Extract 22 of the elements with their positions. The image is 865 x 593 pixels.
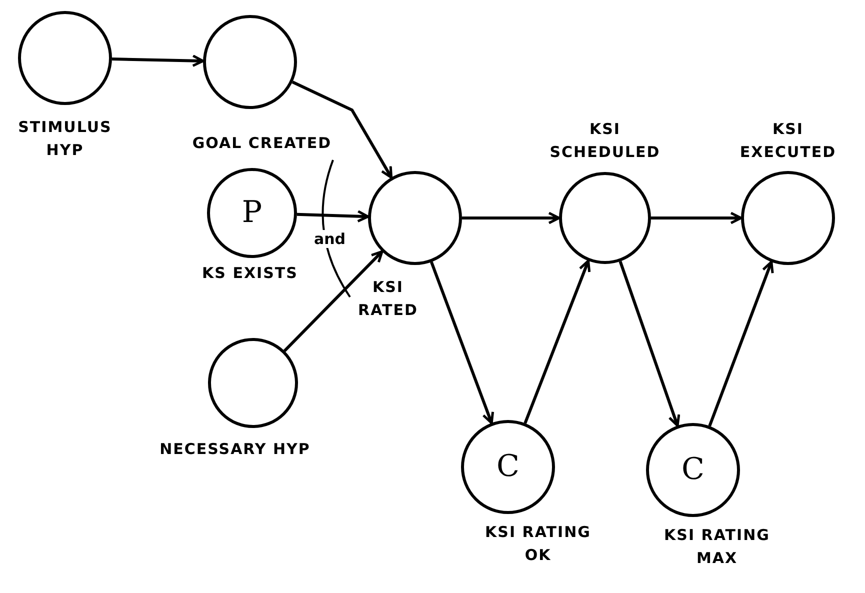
circle-letter: C [680, 455, 706, 485]
circle-letter: P [240, 198, 264, 228]
arrow [296, 210, 370, 223]
arrow [524, 260, 591, 424]
arrow [112, 54, 204, 68]
state-label: NECESSARY HYP [158, 439, 312, 460]
state-label: KSI EXECUTED [738, 119, 838, 163]
arrow [651, 212, 742, 224]
state-label: STIMULUS HYP [17, 117, 113, 161]
arrow [618, 260, 680, 427]
state-label: KSI RATING MAX [663, 525, 771, 569]
state-label: KS EXISTS [201, 263, 299, 284]
state-label: KSI SCHEDULED [548, 119, 662, 163]
state-label: KSI RATING OK [484, 522, 592, 566]
state-label: KSI RATED [358, 277, 418, 321]
arrow [430, 261, 494, 424]
arrow [283, 250, 384, 352]
arrow [708, 260, 774, 427]
arrow [462, 212, 560, 224]
circle-letter: C [496, 452, 520, 482]
state-label: GOAL CREATED [192, 133, 332, 154]
arrow [292, 80, 393, 179]
